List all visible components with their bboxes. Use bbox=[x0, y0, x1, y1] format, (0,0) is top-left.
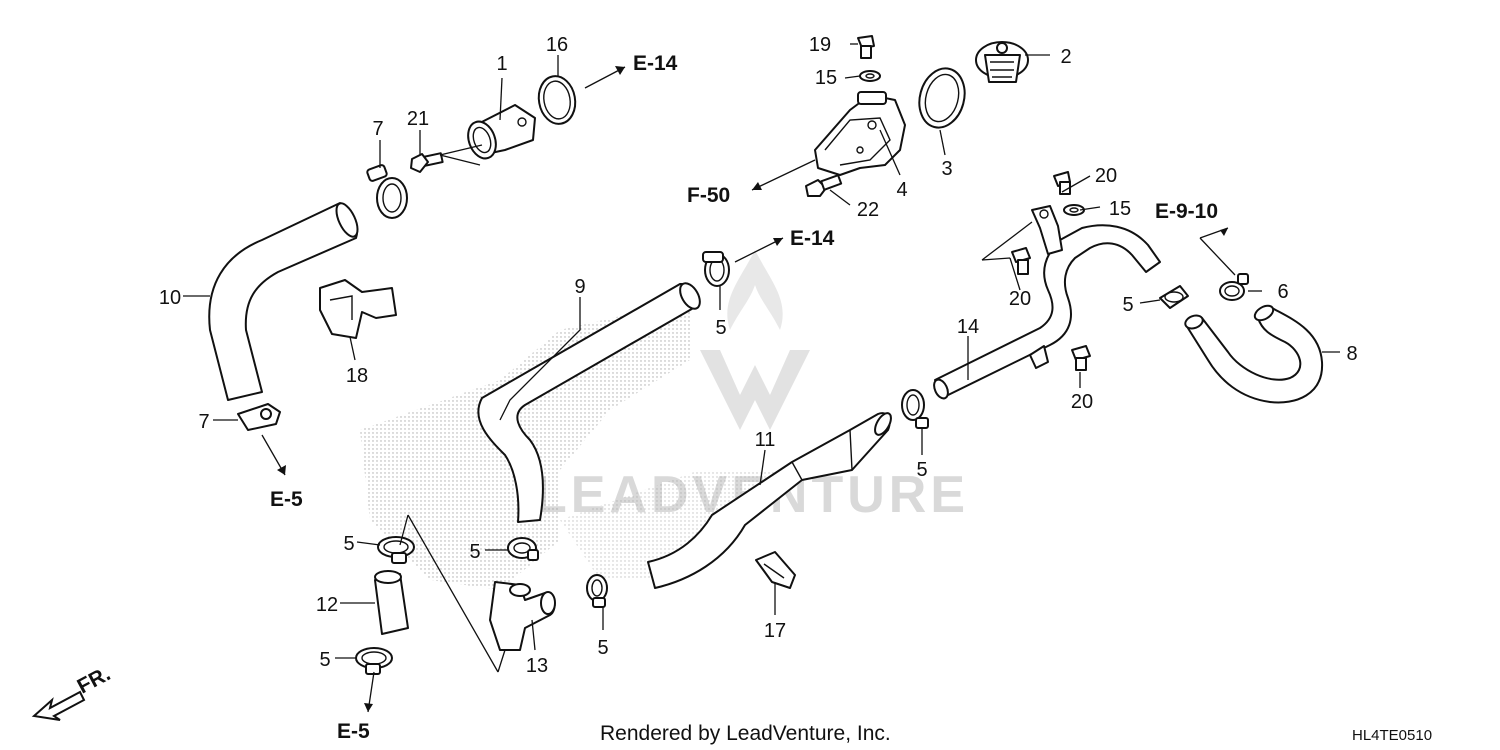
clamp-6[interactable] bbox=[1219, 273, 1249, 301]
callout-5-b: 5 bbox=[916, 459, 927, 481]
bolt-20-a[interactable] bbox=[1053, 171, 1071, 195]
clamp-5-hose11[interactable] bbox=[901, 389, 929, 429]
clamp-17[interactable] bbox=[755, 551, 796, 589]
ref-e9-10[interactable]: E-9-10 bbox=[1155, 200, 1218, 223]
callout-11: 11 bbox=[755, 429, 776, 451]
callout-17: 17 bbox=[764, 620, 786, 642]
hose-9[interactable] bbox=[477, 280, 704, 523]
hose-11[interactable] bbox=[647, 411, 894, 589]
washer-15-top[interactable] bbox=[859, 70, 881, 82]
bolt-20-b[interactable] bbox=[1011, 247, 1031, 275]
callout-9: 9 bbox=[574, 276, 585, 298]
front-direction-arrow: FR. bbox=[31, 662, 114, 721]
clamp-7-top[interactable] bbox=[366, 164, 408, 219]
callout-15-a: 15 bbox=[815, 67, 837, 89]
footer-diagram-code: HL4TE0510 bbox=[1352, 727, 1432, 744]
callout-1: 1 bbox=[496, 53, 507, 75]
callout-7-b: 7 bbox=[198, 411, 209, 433]
callout-19: 19 bbox=[809, 34, 831, 56]
ref-e14-mid[interactable]: E-14 bbox=[790, 227, 835, 250]
ref-e5-left[interactable]: E-5 bbox=[270, 488, 303, 511]
callout-5-c: 5 bbox=[1122, 294, 1133, 316]
pipe-14[interactable] bbox=[931, 205, 1161, 401]
clamp-5-center[interactable] bbox=[507, 537, 539, 561]
callout-16: 16 bbox=[546, 34, 568, 56]
bolt-19[interactable] bbox=[857, 35, 875, 59]
clamp-5-left-lower[interactable] bbox=[355, 647, 393, 675]
callout-22: 22 bbox=[857, 199, 879, 221]
callout-4: 4 bbox=[896, 179, 907, 201]
clamp-18[interactable] bbox=[319, 279, 397, 339]
ref-e14-top[interactable]: E-14 bbox=[633, 52, 678, 75]
callout-2: 2 bbox=[1060, 46, 1071, 68]
ref-e5-bottom[interactable]: E-5 bbox=[337, 720, 370, 743]
callout-8: 8 bbox=[1346, 343, 1357, 365]
reference-arrows bbox=[261, 66, 1236, 713]
callout-5-d: 5 bbox=[343, 533, 354, 555]
callout-5-e: 5 bbox=[469, 541, 480, 563]
callout-numbers: 1 2 3 4 5 5 5 5 5 5 5 6 7 7 8 9 10 11 12… bbox=[159, 34, 1358, 677]
callout-13: 13 bbox=[526, 655, 548, 677]
thermostat-2[interactable] bbox=[975, 41, 1029, 83]
ref-f50[interactable]: F-50 bbox=[687, 184, 730, 207]
callout-20-b: 20 bbox=[1009, 288, 1031, 310]
pipe-1[interactable] bbox=[463, 104, 536, 162]
callout-21: 21 bbox=[407, 108, 429, 130]
callout-18: 18 bbox=[346, 365, 368, 387]
callout-5-a: 5 bbox=[715, 317, 726, 339]
callout-6: 6 bbox=[1277, 281, 1288, 303]
footer-rendered-by: Rendered by LeadVenture, Inc. bbox=[600, 722, 891, 745]
thermostat-housing-4[interactable] bbox=[814, 91, 906, 176]
bolt-20-c[interactable] bbox=[1071, 345, 1091, 371]
o-ring-16[interactable] bbox=[535, 73, 579, 127]
callout-20-c: 20 bbox=[1071, 391, 1093, 413]
callout-20-a: 20 bbox=[1095, 165, 1117, 187]
callout-5-g: 5 bbox=[597, 637, 608, 659]
joint-13[interactable] bbox=[489, 581, 556, 651]
clamp-5-lower[interactable] bbox=[586, 574, 608, 608]
clamp-7-bottom[interactable] bbox=[237, 403, 281, 431]
hose-12[interactable] bbox=[374, 570, 409, 635]
gasket-3[interactable] bbox=[913, 63, 971, 132]
callout-15-b: 15 bbox=[1109, 198, 1131, 220]
callout-3: 3 bbox=[941, 158, 952, 180]
clamp-5-hose8[interactable] bbox=[1159, 285, 1189, 309]
callout-10: 10 bbox=[159, 287, 181, 309]
clamp-5-left-upper[interactable] bbox=[377, 536, 415, 564]
hose-8[interactable] bbox=[1183, 303, 1324, 404]
bolt-21[interactable] bbox=[410, 152, 444, 173]
hose-10[interactable] bbox=[208, 200, 362, 401]
clamp-5-e14[interactable] bbox=[702, 251, 730, 287]
callout-5-f: 5 bbox=[319, 649, 330, 671]
callout-12: 12 bbox=[316, 594, 338, 616]
callout-7-a: 7 bbox=[372, 118, 383, 140]
callout-14: 14 bbox=[957, 316, 979, 338]
bolt-22[interactable] bbox=[805, 174, 843, 197]
leader-lines bbox=[183, 43, 1340, 673]
